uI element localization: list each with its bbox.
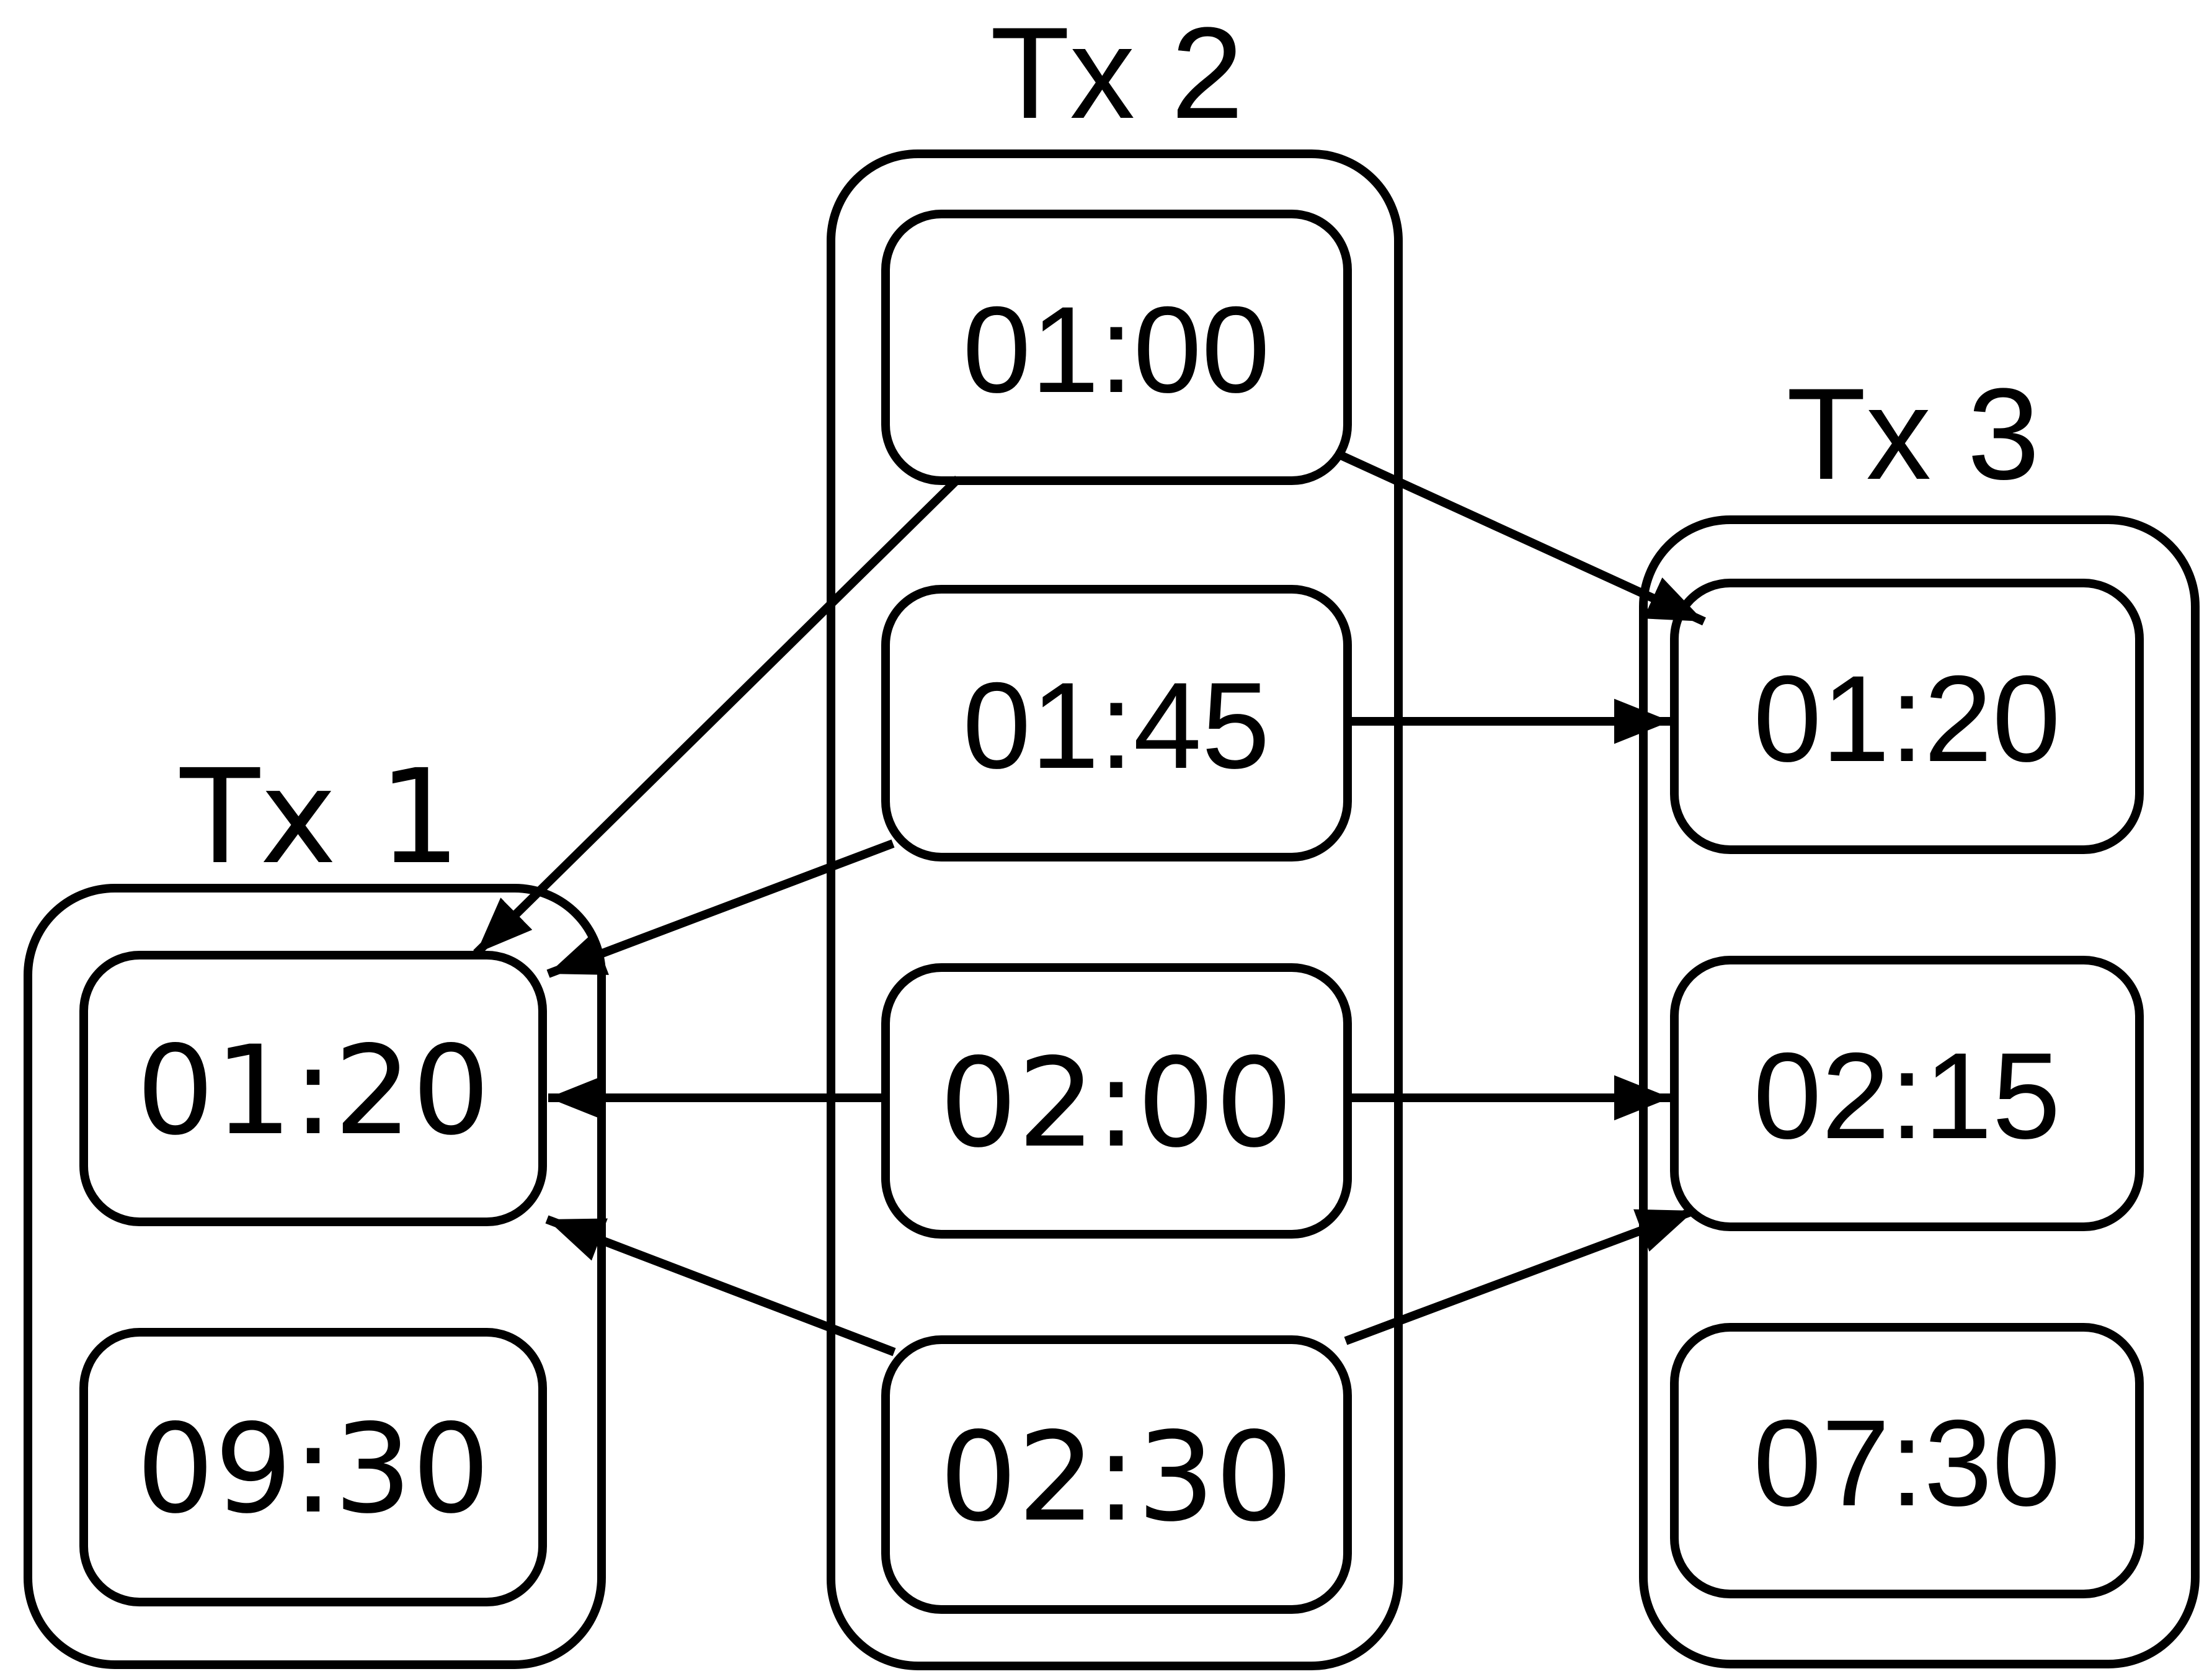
node-box-tx3-0120 xyxy=(1670,579,2144,854)
node-tx1-0930: 09:30 xyxy=(79,1328,547,1606)
node-tx2-0200: 02:00 xyxy=(881,963,1352,1239)
group-label-tx1: Tx 1 xyxy=(180,741,461,893)
node-tx1-0120: 01:20 xyxy=(79,951,547,1226)
node-box-tx3-0730 xyxy=(1670,1323,2144,1598)
node-box-tx1-0120 xyxy=(79,951,547,1226)
group-label-tx2: Tx 2 xyxy=(990,0,1243,146)
node-tx2-0100: 01:00 xyxy=(881,210,1352,485)
node-tx2-0145: 01:45 xyxy=(881,585,1352,861)
node-label-tx2-0200: 02:00 xyxy=(939,1031,1294,1175)
node-tx2-0230: 02:30 xyxy=(881,1335,1352,1614)
node-label-tx2-0145: 01:45 xyxy=(962,657,1269,794)
node-tx3-0120: 01:20 xyxy=(1670,579,2144,854)
edge-tx2-0145-to-tx1-0120 xyxy=(546,839,895,978)
node-box-tx2-0230 xyxy=(881,1335,1352,1614)
node-box-tx1-0930 xyxy=(79,1328,547,1606)
group-box-tx2 xyxy=(827,149,1403,1670)
edge-tx2-0230-to-tx3-0215 xyxy=(1344,1206,1696,1345)
node-label-tx1-0120: 01:20 xyxy=(136,1019,491,1162)
node-label-tx3-0120: 01:20 xyxy=(1753,650,2060,787)
node-label-tx1-0930: 09:30 xyxy=(136,1397,491,1541)
node-box-tx2-0100 xyxy=(881,210,1352,485)
node-tx3-0215: 02:15 xyxy=(1670,956,2144,1231)
group-tx3: Tx 3 01:20 02:15 07:30 xyxy=(1639,361,2200,1668)
edges xyxy=(473,451,1706,1356)
node-box-tx3-0215 xyxy=(1670,956,2144,1231)
group-label-tx3: Tx 3 xyxy=(1787,361,2040,507)
edge-tx2-0230-to-tx1-0120 xyxy=(545,1215,896,1356)
group-tx2: Tx 2 01:00 01:45 02:00 02:30 xyxy=(827,0,1403,1670)
node-label-tx3-0730: 07:30 xyxy=(1753,1394,2060,1531)
edge-tx2-0100-to-tx3-0120 xyxy=(1339,451,1706,626)
node-label-tx3-0215: 02:15 xyxy=(1753,1027,2060,1164)
node-tx3-0730: 07:30 xyxy=(1670,1323,2144,1598)
node-label-tx2-0230: 02:30 xyxy=(939,1405,1294,1549)
edge-tx2-0100-to-tx1-0120 xyxy=(473,476,961,956)
node-label-tx2-0100: 01:00 xyxy=(962,281,1269,418)
group-tx1: Tx 1 01:20 09:30 xyxy=(24,741,606,1669)
